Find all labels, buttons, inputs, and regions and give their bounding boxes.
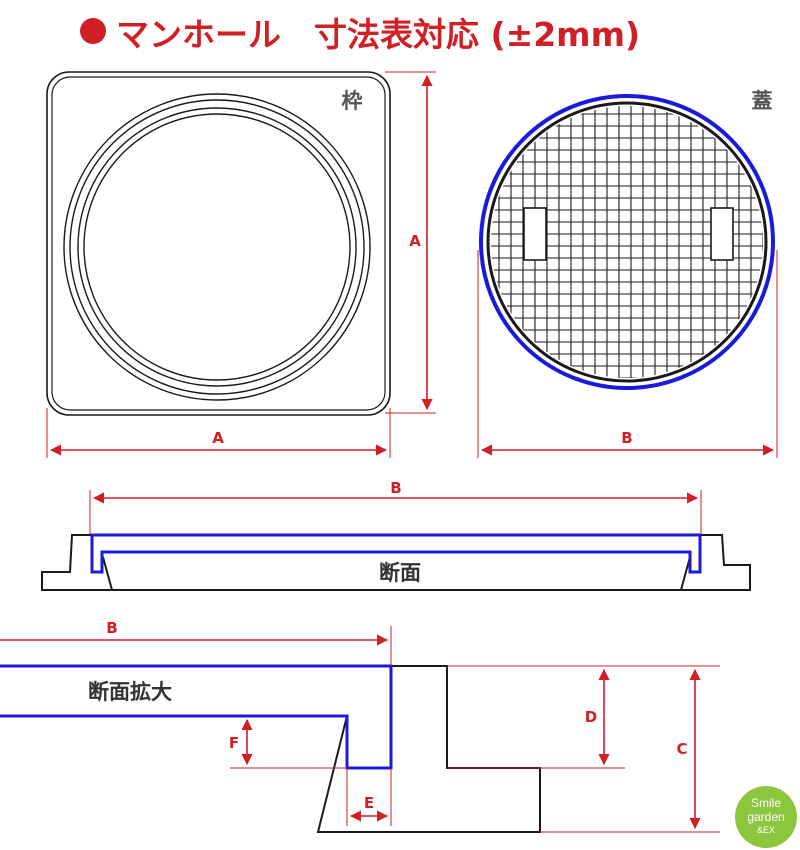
frame-ring-1	[63, 93, 371, 401]
dimension-label-a-horizontal: A	[212, 429, 224, 447]
dimension-cover-diameter: B	[477, 250, 778, 458]
cover-outer-rim	[479, 94, 775, 390]
cover-label: 蓋	[752, 89, 773, 113]
dimension-enlarged-width: B	[0, 619, 392, 666]
enlarged-label: 断面拡大	[88, 680, 172, 704]
dimension-label-b-section: B	[390, 479, 401, 497]
frame-label: 枠	[342, 89, 363, 113]
dimension-label-f: F	[229, 734, 239, 752]
enlarged-cover-outline	[0, 664, 393, 770]
frame-ring-3	[77, 107, 357, 387]
frame-outer-edge	[46, 71, 391, 416]
logo-line-1: Smile	[750, 796, 781, 810]
page-title: マンホール 寸法表対応 (±2mm)	[0, 6, 800, 56]
dimension-e: E	[346, 768, 392, 826]
dimension-d: D	[447, 665, 625, 769]
dimension-frame-height: A	[385, 71, 436, 414]
frame-inner-edge	[51, 76, 386, 411]
section-label: 断面	[379, 561, 421, 585]
dimension-f: F	[229, 718, 347, 769]
dimension-label-e: E	[364, 794, 374, 812]
logo-line-3: &EX	[756, 825, 775, 835]
dimension-frame-width: A	[46, 408, 391, 458]
dimension-label-c: C	[676, 740, 687, 758]
cover-handle-left	[523, 207, 547, 261]
dimension-section-width: B	[89, 479, 702, 534]
bullet-icon	[80, 18, 106, 44]
dimension-c: C	[540, 665, 720, 833]
cross-section-view: 断面	[41, 533, 751, 591]
dimension-label-b-cover: B	[621, 429, 632, 447]
frame-ring-2	[69, 99, 365, 395]
cover-inner-rim	[486, 101, 768, 383]
cover-top-view: 蓋	[479, 89, 775, 390]
title-text: マンホール 寸法表対応 (±2mm)	[116, 15, 641, 54]
enlarged-frame-outline	[316, 665, 541, 833]
logo-line-2: garden	[747, 810, 785, 824]
brand-logo: Smile garden &EX	[735, 786, 797, 848]
frame-ring-4	[83, 113, 351, 381]
frame-top-view: 枠	[46, 71, 391, 416]
dimension-label-b-enlarged: B	[106, 619, 117, 637]
dimension-label-a-vertical: A	[409, 232, 421, 250]
enlarged-section-view: 断面拡大	[0, 664, 541, 833]
cover-handle-right	[710, 207, 734, 261]
section-cover-outline	[90, 533, 702, 574]
dimension-label-d: D	[585, 708, 597, 726]
